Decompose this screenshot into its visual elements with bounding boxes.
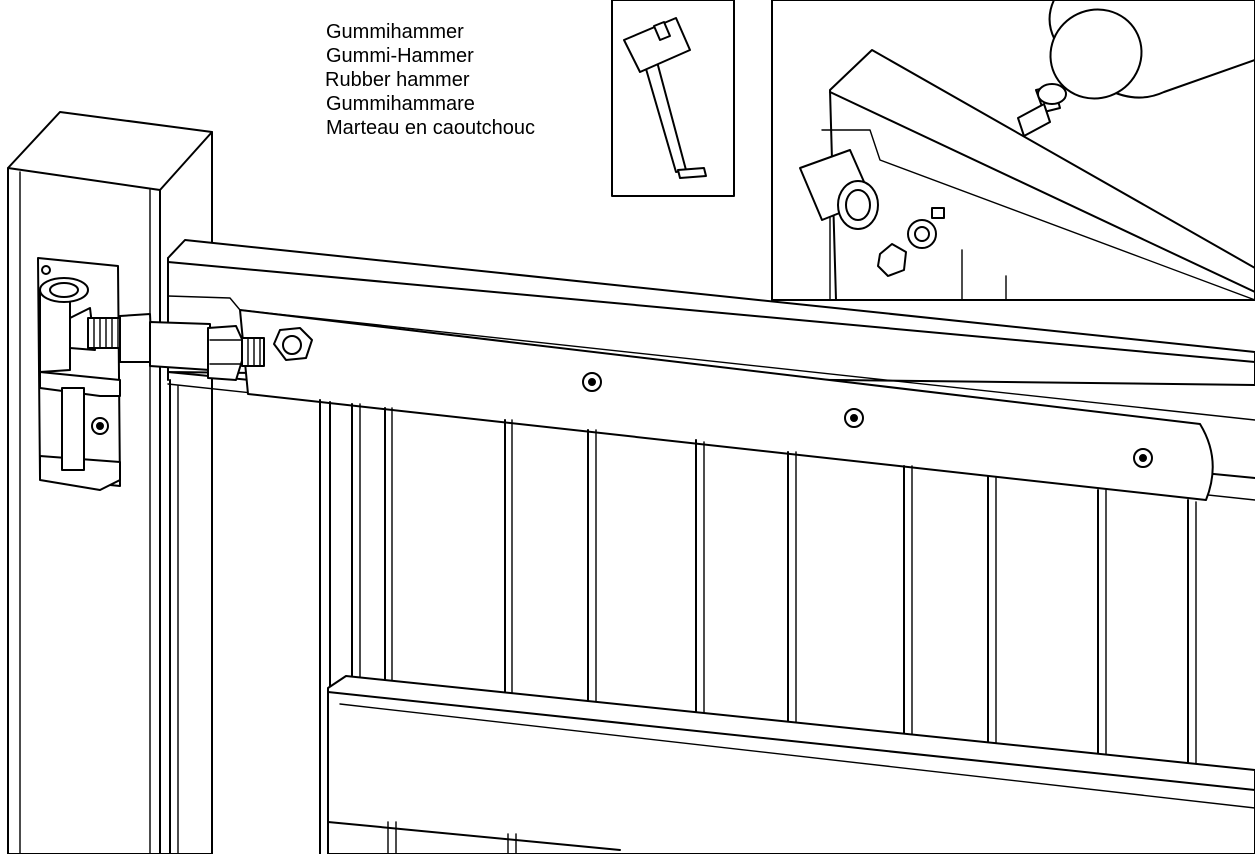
gate-pickets [319, 399, 1197, 854]
gate-hinge-icon [37, 257, 121, 491]
tool-label-de: Gummihammer [326, 21, 464, 43]
gate-lower-rail [327, 675, 1255, 854]
threaded-hinge-bolt [87, 313, 265, 381]
hinge-strap [239, 309, 1214, 501]
rubber-hammer-icon [623, 17, 707, 179]
tool-label-sv: Gummihammare [326, 93, 475, 115]
detail-inset [771, 0, 1255, 301]
tool-box [611, 0, 735, 197]
tool-label-de-alt: Gummi-Hammer [326, 45, 474, 67]
hex-nut-icon [273, 327, 313, 361]
gate-side-frame [169, 379, 179, 854]
tool-label-list: Gummihammer Gummi-Hammer Rubber hammer G… [325, 20, 536, 140]
torx-screw-icon [582, 372, 1153, 468]
tool-label-en: Rubber hammer [325, 69, 470, 91]
tool-label-fr: Marteau en caoutchouc [326, 117, 536, 139]
